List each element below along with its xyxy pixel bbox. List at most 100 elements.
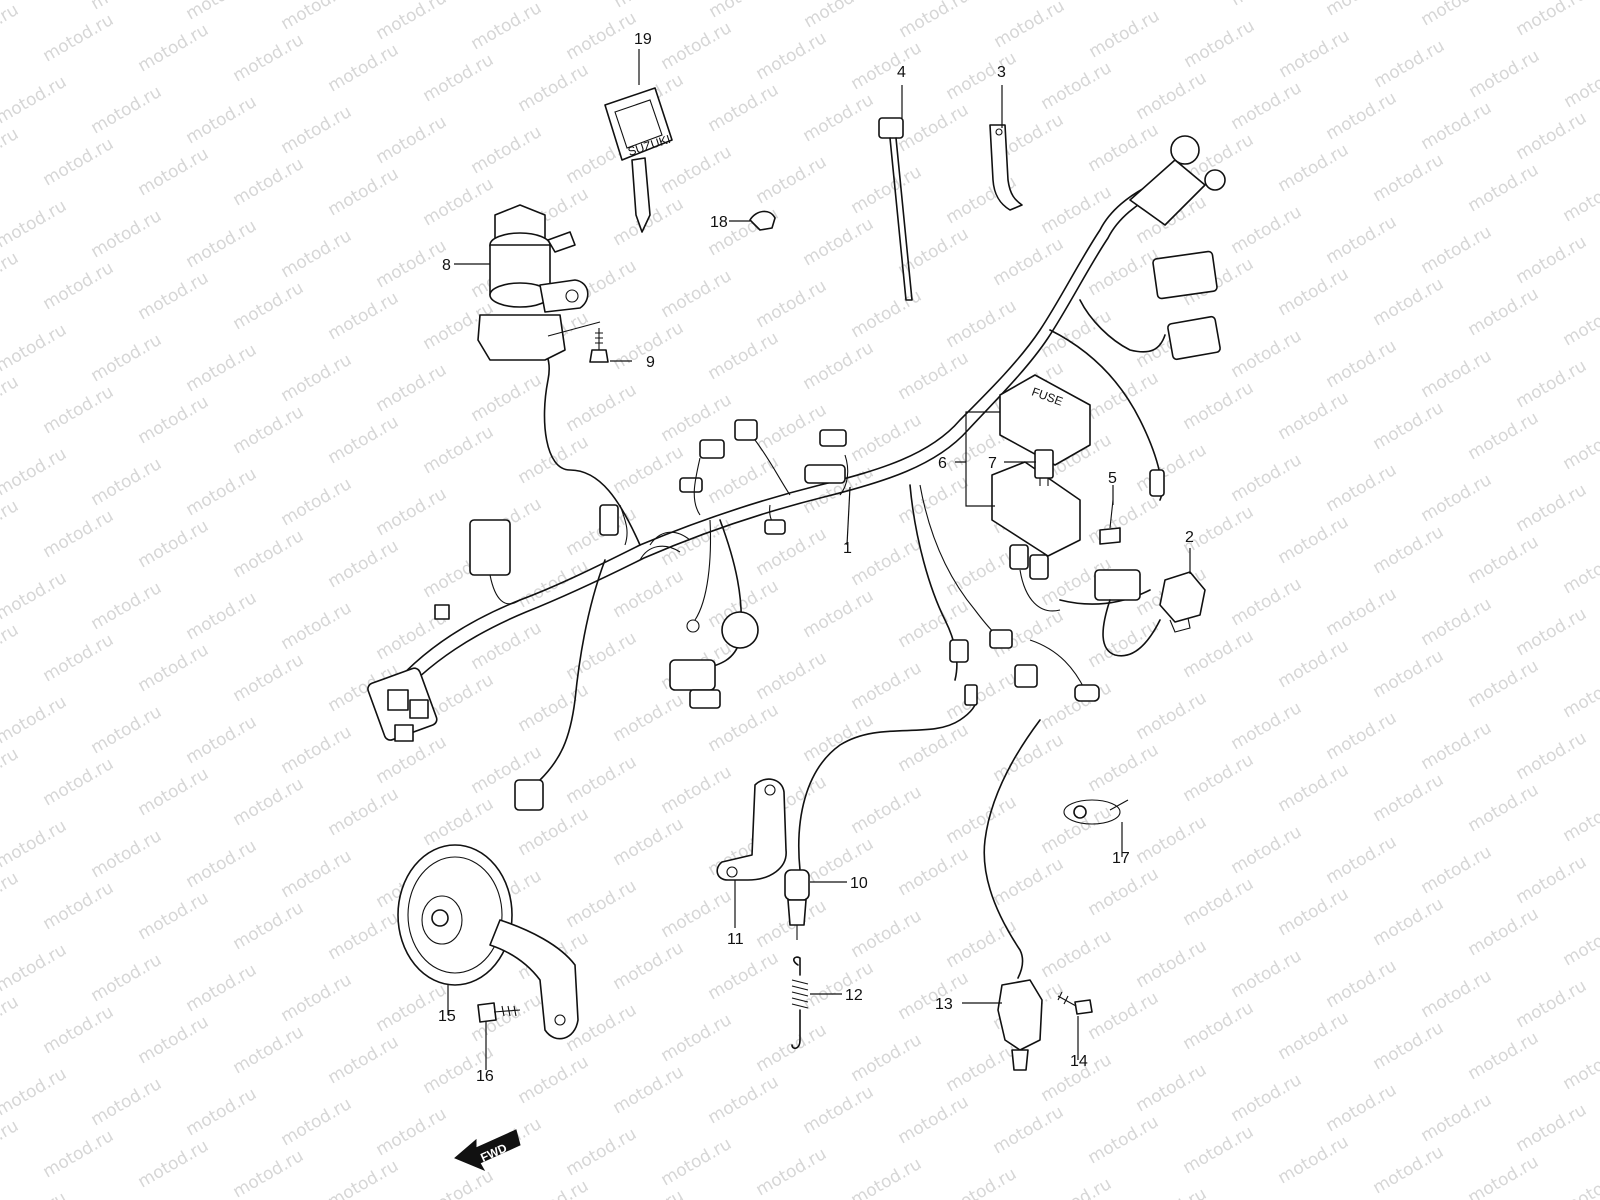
watermark-text: motod.ru [0, 1064, 70, 1120]
watermark-text: motod.ru [991, 0, 1069, 52]
watermark-text: motod.ru [515, 1176, 593, 1200]
watermark-text: motod.ru [0, 992, 22, 1048]
screw-9 [547, 321, 609, 363]
watermark-text: motod.ru [230, 526, 308, 582]
watermark-text: motod.ru [848, 410, 926, 466]
watermark-text: motod.ru [1513, 976, 1591, 1032]
connector-2 [1159, 571, 1206, 633]
watermark-text: motod.ru [1370, 274, 1448, 330]
watermark-text: motod.ru [183, 464, 261, 520]
watermark-text: motod.ru [1228, 946, 1306, 1002]
watermark-text: motod.ru [515, 804, 593, 860]
watermark-text: motod.ru [1085, 988, 1163, 1044]
watermark-text: motod.ru [1323, 0, 1401, 20]
watermark-text: motod.ru [1323, 956, 1401, 1012]
watermark-text: motod.ru [943, 296, 1021, 352]
watermark-text: motod.ru [325, 784, 403, 840]
watermark-text: motod.ru [0, 496, 22, 552]
watermark-text: motod.ru [753, 28, 831, 84]
watermark-text: motod.ru [1228, 0, 1306, 10]
callout-17: 17 [1112, 850, 1130, 867]
watermark-text: motod.ru [1370, 1018, 1448, 1074]
watermark-text: motod.ru [88, 578, 166, 634]
watermark-text: motod.ru [0, 124, 22, 180]
watermark-text: motod.ru [183, 1084, 261, 1140]
watermark-text: motod.ru [1085, 616, 1163, 672]
cable-tie-4 [878, 117, 913, 301]
watermark-text: motod.ru [1275, 264, 1353, 320]
watermark-text: motod.ru [1370, 646, 1448, 702]
watermark-text: motod.ru [1370, 150, 1448, 206]
watermark-text: motod.ru [563, 1124, 641, 1180]
watermark-text: motod.ru [40, 1002, 118, 1058]
watermark-text: motod.ru [325, 288, 403, 344]
watermark-text: motod.ru [753, 1144, 831, 1200]
watermark-text: motod.ru [800, 586, 878, 642]
watermark-text: motod.ru [278, 350, 356, 406]
watermark-text: motod.ru [1085, 244, 1163, 300]
watermark-text: motod.ru [1323, 584, 1401, 640]
watermark-text: motod.ru [800, 710, 878, 766]
watermark-text: motod.ru [0, 692, 70, 748]
watermark-text: motod.ru [135, 268, 213, 324]
watermark-text: motod.ru [1465, 1152, 1543, 1200]
watermark-text: motod.ru [753, 524, 831, 580]
watermark-text: motod.ru [1181, 16, 1259, 72]
watermark-text: motod.ru [943, 792, 1021, 848]
callout-18: 18 [710, 214, 728, 231]
watermark-text: motod.ru [1513, 108, 1591, 164]
watermark-text: motod.ru [1560, 418, 1600, 474]
watermark-text: motod.ru [135, 1012, 213, 1068]
watermark-text: motod.ru [325, 164, 403, 220]
watermark-text: motod.ru [705, 80, 783, 136]
callout-14: 14 [1070, 1053, 1088, 1070]
watermark-text: motod.ru [800, 338, 878, 394]
watermark-text: motod.ru [753, 1020, 831, 1076]
watermark-text: motod.ru [40, 1126, 118, 1182]
watermark-text: motod.ru [183, 340, 261, 396]
watermark-text: motod.ru [848, 534, 926, 590]
callout-10: 10 [850, 875, 868, 892]
watermark-text: motod.ru [1418, 1090, 1496, 1146]
watermark-text: motod.ru [40, 382, 118, 438]
watermark-text: motod.ru [1418, 0, 1496, 30]
watermark-text: motod.ru [325, 1156, 403, 1200]
watermark-text: motod.ru [800, 214, 878, 270]
watermark-text: motod.ru [40, 134, 118, 190]
watermark-text: motod.ru [1180, 874, 1258, 930]
callout-5: 5 [1108, 470, 1117, 487]
watermark-text: motod.ru [658, 1010, 736, 1066]
watermark-text: motod.ru [943, 668, 1021, 724]
callout-8: 8 [442, 257, 451, 274]
watermark-text: motod.ru [1276, 26, 1354, 82]
watermark-text: motod.ru [230, 402, 308, 458]
watermark-text: motod.ru [848, 1154, 926, 1200]
watermark-text: motod.ru [1513, 604, 1591, 660]
watermark-text: motod.ru [88, 206, 166, 262]
watermark-text: motod.ru [40, 506, 118, 562]
watermark-text: motod.ru [1228, 450, 1306, 506]
watermark-text: motod.ru [135, 20, 213, 76]
watermark-text: motod.ru [658, 1134, 736, 1190]
watermark-text: motod.ru [1085, 864, 1163, 920]
watermark-text: motod.ru [1038, 58, 1116, 114]
watermark-text: motod.ru [1323, 460, 1401, 516]
watermark-text: motod.ru [943, 48, 1021, 104]
watermark-text: motod.ru [895, 1092, 973, 1148]
watermark-text: motod.ru [183, 712, 261, 768]
watermark-text: motod.ru [88, 702, 166, 758]
watermark-text: motod.ru [1323, 336, 1401, 392]
watermark-text: motod.ru [135, 392, 213, 448]
watermark-text: motod.ru [990, 730, 1068, 786]
watermark-text: motod.ru [0, 248, 22, 304]
watermark-text: motod.ru [801, 0, 879, 32]
watermark-text: motod.ru [135, 144, 213, 200]
sensor-13 [983, 719, 1043, 1071]
watermark-text: motod.ru [325, 412, 403, 468]
watermark-text: motod.ru [1370, 894, 1448, 950]
watermark-text: motod.ru [611, 0, 689, 12]
watermark-text: motod.ru [658, 886, 736, 942]
watermark-text: motod.ru [753, 400, 831, 456]
watermark-text: motod.ru [0, 1116, 22, 1172]
watermark-text: motod.ru [278, 970, 356, 1026]
